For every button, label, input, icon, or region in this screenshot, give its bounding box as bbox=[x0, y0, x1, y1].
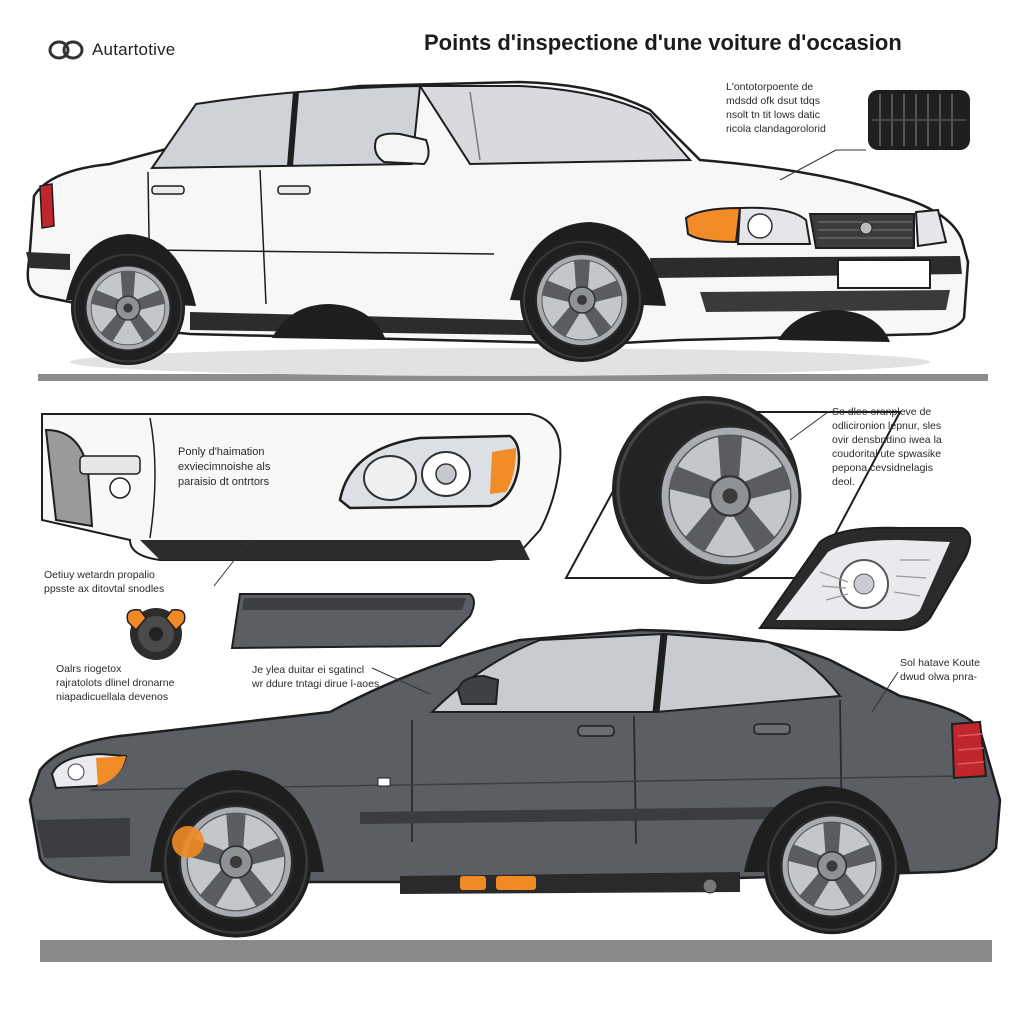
headlight-unit-illustration bbox=[758, 526, 972, 632]
white-sedan-illustration bbox=[26, 80, 988, 381]
ground-line-bottom bbox=[40, 940, 992, 962]
brand-logo-icon bbox=[48, 40, 84, 60]
ground-line-top bbox=[38, 374, 988, 381]
brake-caliper-icon bbox=[126, 608, 186, 660]
brand: Autartotive bbox=[48, 36, 175, 64]
sill-trim-piece bbox=[230, 593, 475, 650]
headlight-closeup-panel bbox=[41, 413, 562, 587]
wheel-closeup bbox=[564, 396, 902, 584]
tire-icon bbox=[868, 90, 970, 150]
gray-sedan-illustration bbox=[28, 628, 1002, 962]
page-title: Points d'inspectione d'une voiture d'occ… bbox=[424, 30, 902, 55]
brand-name: Autartotive bbox=[92, 40, 176, 59]
